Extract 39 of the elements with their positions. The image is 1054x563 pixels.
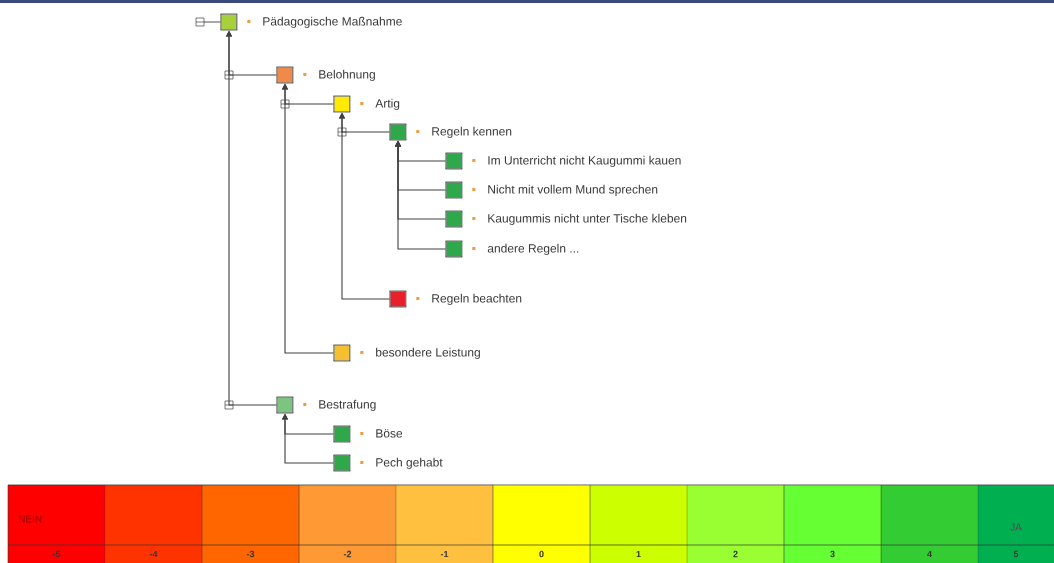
tree-item: Im Unterricht nicht Kaugummi kauen: [445, 152, 681, 170]
tree-item: Böse: [333, 425, 403, 443]
scale-value: 0: [539, 550, 544, 558]
node-label: Pädagogische Maßnahme: [263, 16, 402, 28]
node-label: Regeln beachten: [432, 293, 522, 305]
node-label: andere Regeln ...: [487, 243, 579, 255]
scale-end-label: NEIN: [19, 515, 42, 523]
scale-value: 1: [636, 550, 641, 558]
tree-item: Regeln beachten: [389, 290, 522, 308]
tree-item: Regeln kennen: [389, 123, 512, 141]
node-label: besondere Leistung: [376, 347, 480, 359]
node-label: Pech gehabt: [376, 457, 443, 469]
tree-item: Kaugummis nicht unter Tische kleben: [445, 210, 687, 228]
scale-value: 3: [830, 550, 835, 558]
scale-end-label: JA: [1010, 523, 1022, 531]
node-label: Belohnung: [319, 69, 375, 81]
tree-item: besondere Leistung: [333, 344, 480, 362]
scale-value: 2: [733, 550, 738, 558]
node-label: Regeln kennen: [432, 126, 512, 138]
scale-value: -5: [52, 550, 61, 558]
tree-item: Artig: [333, 95, 400, 113]
tree-item: Pech gehabt: [333, 454, 443, 472]
scale-value: -2: [343, 550, 352, 558]
tree-item: Belohnung: [276, 66, 375, 84]
node-label: Artig: [375, 98, 400, 110]
tree-item: Nicht mit vollem Mund sprechen: [445, 181, 658, 199]
scale-value: -3: [246, 550, 255, 558]
scale-value: 5: [1013, 550, 1019, 558]
scale-value: -1: [440, 550, 449, 558]
node-label: Kaugummis nicht unter Tische kleben: [488, 213, 687, 225]
node-label: Im Unterricht nicht Kaugummi kauen: [488, 155, 681, 167]
scale-value: 4: [927, 550, 932, 558]
node-label: Nicht mit vollem Mund sprechen: [488, 184, 658, 196]
node-label: Bestrafung: [319, 399, 376, 411]
node-label: Böse: [376, 429, 403, 438]
tree-item: Bestrafung: [276, 396, 376, 414]
tree-item: andere Regeln ...: [445, 240, 579, 258]
scale-value: -4: [149, 550, 158, 558]
tree-item: Pädagogische Maßnahme: [220, 13, 402, 31]
